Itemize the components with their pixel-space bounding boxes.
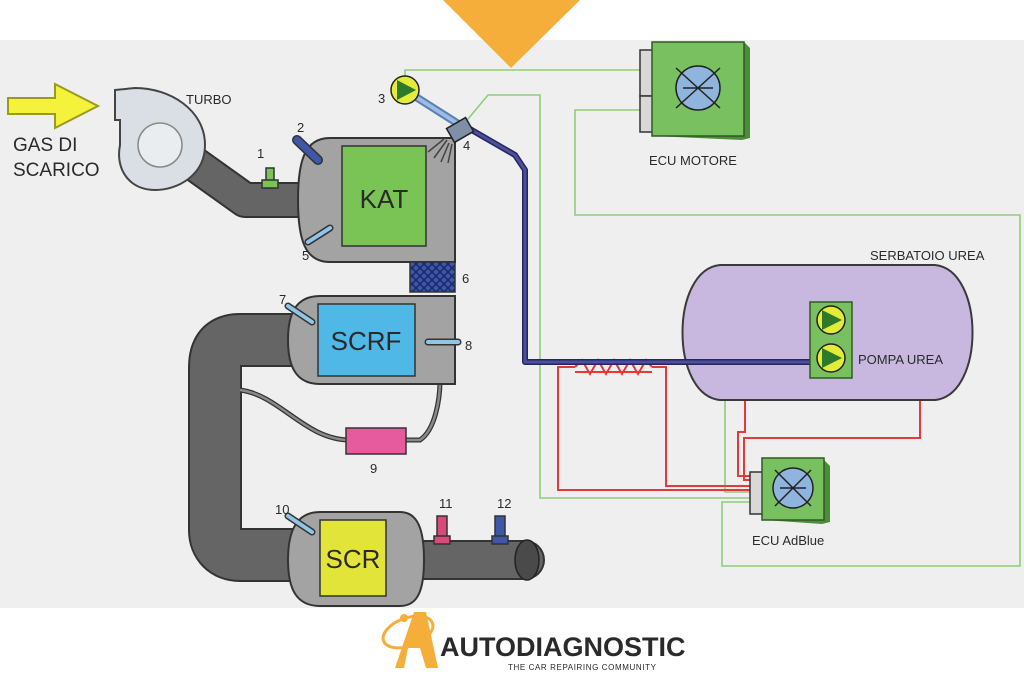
number-1: 1: [257, 146, 264, 161]
number-3: 3: [378, 91, 385, 106]
sensor-2-icon: [292, 135, 323, 165]
number-6: 6: [462, 271, 469, 286]
gas-inlet-label-line2: SCARICO: [13, 160, 100, 181]
number-9: 9: [370, 461, 377, 476]
mixer-mesh: [409, 261, 456, 293]
sensor-10-icon: [284, 512, 316, 536]
sensor-11-icon: [433, 515, 451, 545]
kat-label: KAT: [360, 184, 409, 214]
number-5: 5: [302, 248, 309, 263]
component-numbers: 1 2 3 4 5 6 7 8 9 10 11 12: [257, 91, 511, 517]
urea-tank-label: SERBATOIO UREA: [870, 248, 985, 263]
urea-pump-label: POMPA UREA: [858, 352, 943, 367]
autodiagnostic-logo: AUTODIAGNOSTIC THE CAR REPAIRING COMMUNI…: [381, 612, 686, 672]
scrf-core: [317, 303, 416, 377]
number-7: 7: [279, 292, 286, 307]
tailpipe-outlet: [514, 539, 540, 581]
ecu-adblue: [749, 457, 830, 524]
sensor-5-icon: [304, 224, 334, 246]
injector-4: [427, 116, 475, 164]
number-10: 10: [275, 502, 289, 517]
ecu-engine-label: ECU MOTORE: [649, 153, 737, 168]
pump-icon: [816, 305, 846, 373]
number-2: 2: [297, 120, 304, 135]
turbo-label: TURBO: [186, 92, 232, 107]
ecu-adblue-label: ECU AdBlue: [752, 533, 824, 548]
exhaust-inlet-arrow: [7, 82, 101, 130]
logo-text: AUTODIAGNOSTIC: [440, 632, 686, 662]
differential-pressure-sensor: [345, 427, 407, 455]
signal-wires: [404, 69, 1021, 567]
ecu-engine: [639, 41, 750, 140]
gas-inlet-label-line1: GAS DI: [13, 135, 77, 156]
sensor-12-icon: [491, 515, 509, 545]
number-12: 12: [497, 496, 511, 511]
urea-dosing-line: [462, 123, 810, 364]
scr-label: SCR: [326, 544, 381, 574]
number-8: 8: [465, 338, 472, 353]
number-11: 11: [439, 496, 453, 511]
scr-core: [319, 519, 387, 597]
turbocharger: [114, 86, 207, 192]
sensor-3-pump-icon: [390, 75, 464, 129]
number-4: 4: [463, 138, 470, 153]
logo-tagline: THE CAR REPAIRING COMMUNITY: [508, 663, 657, 672]
sensor-7-icon: [284, 302, 316, 326]
logo-emblem-icon: [381, 612, 438, 668]
kat-core: [341, 145, 427, 247]
scrf-label: SCRF: [331, 326, 402, 356]
orange-pointer: [443, 0, 580, 68]
sensor-1-icon: [261, 167, 279, 189]
